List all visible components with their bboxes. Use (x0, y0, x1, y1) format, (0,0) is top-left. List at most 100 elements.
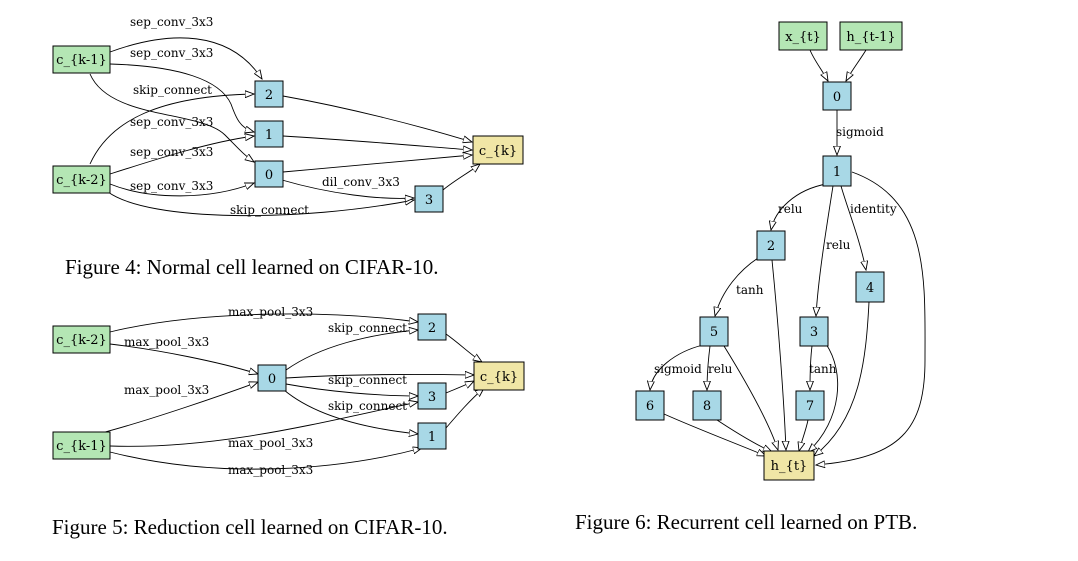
node6-3: 3 (799, 316, 829, 347)
edge5-n2-to-ck (445, 333, 482, 362)
node-3-label: 3 (425, 193, 433, 208)
edge5-n0-to-n2 (285, 330, 418, 371)
node6-1-label: 1 (833, 165, 841, 180)
node6-0-label: 0 (833, 90, 841, 105)
node-2-label: 2 (265, 88, 273, 103)
node5-ck2: c_{k-2} (52, 325, 111, 354)
figure-6-recurrent-cell: sigmoid relu relu identity tanh sigmoid … (575, 21, 926, 534)
node-ck2: c_{k-2} (52, 165, 111, 194)
node5-ck1-label: c_{k-1} (56, 439, 107, 454)
label5-ck1-n3: max_pool_3x3 (228, 436, 313, 450)
label5-ck2-n0: max_pool_3x3 (124, 335, 209, 349)
edge6-n4-to-ht (814, 301, 870, 456)
figure-6-caption: Figure 6: Recurrent cell learned on PTB. (575, 510, 917, 534)
label5-n0-ck: skip_connect (328, 373, 407, 387)
edge-n3-to-ck (442, 164, 480, 191)
node6-7-label: 7 (806, 399, 814, 414)
edge6-n1-to-n2 (771, 183, 827, 230)
label5-ck1-n1: max_pool_3x3 (228, 463, 313, 477)
label-ck2-n0: sep_conv_3x3 (130, 179, 213, 193)
edge6-n1-to-ht (816, 171, 926, 465)
label6-n3-n7: tanh (809, 362, 837, 376)
node6-2: 2 (756, 230, 786, 261)
node-1: 1 (254, 120, 284, 148)
node-ck2-label: c_{k-2} (56, 173, 107, 188)
edge6-n5-to-n8 (707, 345, 710, 390)
edge-ck1-to-n1 (109, 63, 254, 132)
edge6-n5-to-n6 (650, 344, 704, 390)
label6-n0-n1: sigmoid (836, 125, 884, 139)
edge5-ck2-to-n2 (109, 313, 418, 333)
edge6-n5-to-ht (723, 345, 778, 450)
edge5-ck2-to-n0 (109, 343, 258, 374)
node6-8-label: 8 (703, 399, 711, 414)
node-3: 3 (414, 185, 444, 213)
label-ck2-n1: sep_conv_3x3 (130, 145, 213, 159)
node6-ht-label: h_{t} (771, 459, 808, 474)
edge5-ck1-to-n0 (104, 382, 258, 433)
edge-n2-to-ck (282, 95, 472, 142)
label5-n0-n2: skip_connect (328, 321, 407, 335)
edge-n1-to-ck (282, 135, 472, 150)
node-0-label: 0 (265, 168, 273, 183)
edge6-n6-to-ht (663, 413, 766, 456)
label6-n5-n6: sigmoid (654, 362, 702, 376)
node-ck1: c_{k-1} (52, 45, 111, 74)
edge-ck2-to-n2 (89, 94, 254, 165)
label6-n1-n3: relu (826, 238, 851, 252)
node6-2-label: 2 (767, 239, 775, 254)
node5-1: 1 (417, 422, 447, 450)
node6-6-label: 6 (646, 399, 654, 414)
figure-5-caption: Figure 5: Reduction cell learned on CIFA… (52, 515, 448, 539)
edge5-n0-to-n1 (283, 389, 418, 434)
node5-ck2-label: c_{k-2} (56, 333, 107, 348)
node6-xt-label: x_{t} (785, 30, 821, 45)
label5-n0-n3: skip_connect (328, 399, 407, 413)
edge5-n0-to-n3 (285, 383, 418, 396)
edge-ck1-to-n2 (109, 37, 262, 79)
edge-ck1-to-n0 (89, 73, 254, 162)
edge6-n2-to-n5 (715, 257, 759, 316)
edge5-n1-to-ck (445, 388, 484, 429)
label-ck1-n0: sep_conv_3x3 (130, 115, 213, 129)
node5-3-label: 3 (428, 390, 436, 405)
edge-n0-to-n3 (281, 179, 414, 198)
edge5-n3-to-ck (445, 381, 474, 394)
edge6-n8-to-ht (713, 417, 772, 452)
label-n0-n3: dil_conv_3x3 (322, 175, 400, 189)
node6-4-label: 4 (866, 281, 874, 296)
edge5-ck1-to-n1 (109, 448, 422, 470)
figure-4-normal-cell: sep_conv_3x3 sep_conv_3x3 skip_connect s… (52, 15, 524, 279)
label6-n5-n8: relu (708, 362, 733, 376)
node6-xt: x_{t} (778, 21, 828, 51)
node6-5-label: 5 (710, 325, 718, 340)
edge-n0-to-ck (282, 155, 472, 173)
node5-0-label: 0 (268, 372, 276, 387)
node6-6: 6 (635, 390, 665, 421)
node6-7: 7 (795, 390, 825, 421)
node6-5: 5 (699, 316, 729, 347)
edge5-n0-to-ck (285, 374, 474, 378)
edge-ck2-to-n3 (107, 191, 414, 217)
label-ck1-n2: sep_conv_3x3 (130, 15, 213, 29)
node6-0: 0 (822, 81, 852, 111)
edge-ck2-to-n0 (109, 183, 254, 197)
node-0: 0 (254, 160, 284, 188)
node5-ck: c_{k} (473, 361, 525, 391)
edge5-ck1-to-n3 (109, 402, 418, 447)
label-ck2-n2: skip_connect (133, 83, 212, 97)
node6-4: 4 (855, 271, 885, 303)
edge-ck2-to-n1 (109, 136, 254, 175)
node6-ht1: h_{t-1} (839, 21, 903, 51)
node5-0: 0 (257, 364, 287, 392)
label6-n2-n5: tanh (736, 283, 764, 297)
node5-ck-label: c_{k} (480, 370, 518, 385)
node6-1: 1 (822, 155, 852, 187)
edge6-n3-to-ht (808, 343, 839, 452)
node6-3-label: 3 (810, 325, 818, 340)
edge6-n7-to-ht (799, 419, 809, 451)
node-ck1-label: c_{k-1} (56, 53, 107, 68)
node-ck-label: c_{k} (479, 144, 517, 159)
node6-ht1-label: h_{t-1} (846, 30, 895, 45)
